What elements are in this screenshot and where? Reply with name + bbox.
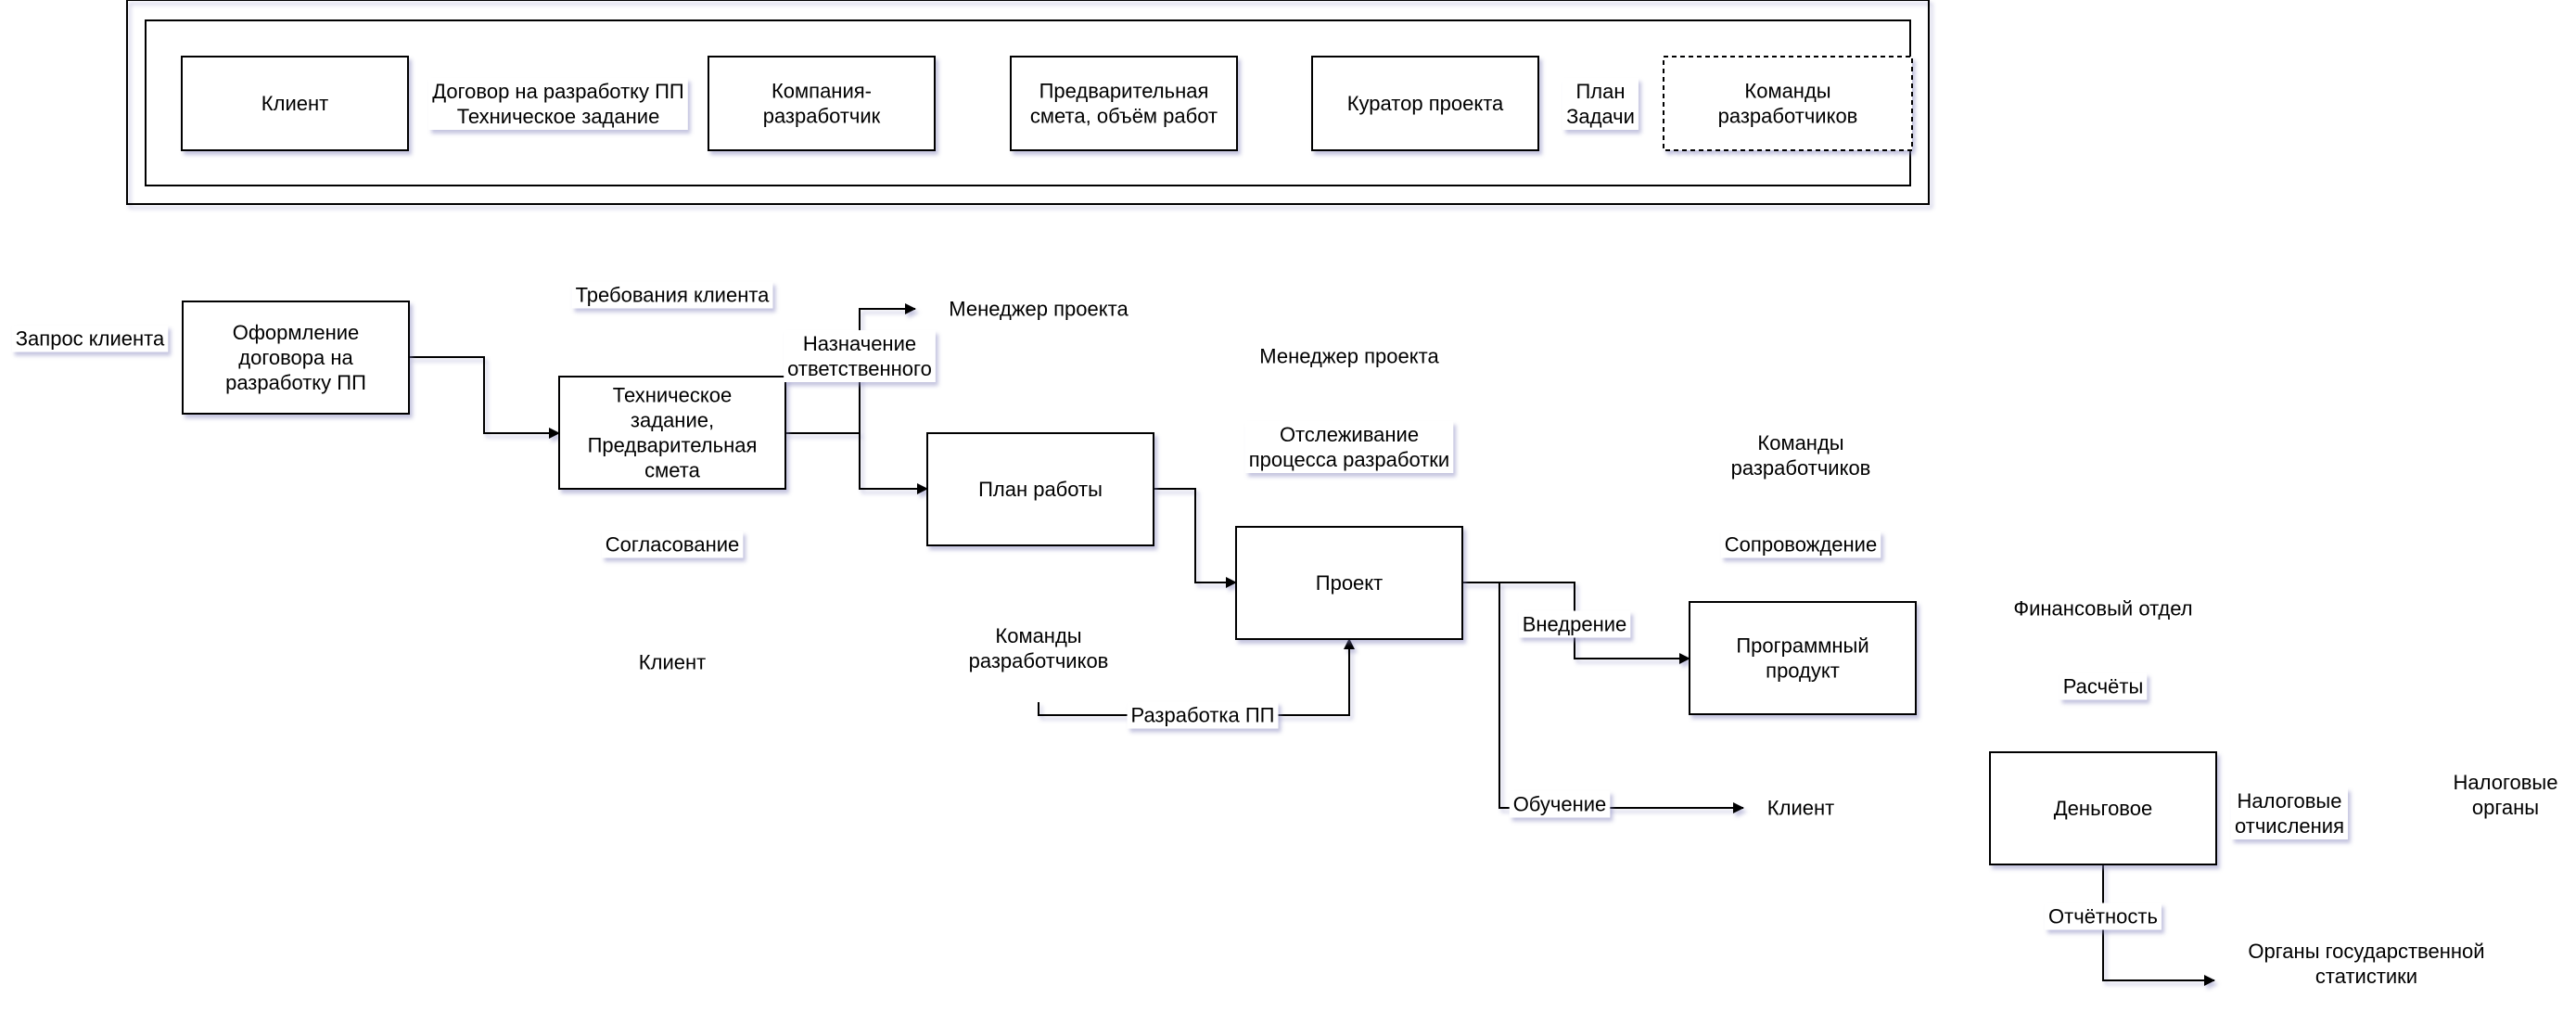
flow-arrow-plan-project — [1154, 488, 1237, 588]
flow-label-train: Обучение — [1509, 790, 1611, 818]
edge-label-text: Запрос клиента — [16, 327, 165, 351]
flow-arrow-spec-plan — [859, 433, 928, 494]
process-box-text: Клиент — [261, 92, 328, 115]
entity-text: Команды — [995, 624, 1081, 647]
edge-label-text: Отслеживание — [1280, 423, 1419, 446]
process-box-text: Предварительная — [1039, 80, 1209, 103]
process-box-text: разработчик — [763, 105, 881, 128]
entity-pm1: Менеджер проекта — [949, 298, 1129, 321]
edge-label-text: Назначение — [803, 332, 916, 355]
edge-label-text: Сопровождение — [1725, 533, 1877, 557]
entity-text: органы — [2472, 796, 2539, 819]
entity-text: статистики — [2315, 965, 2417, 988]
edge-label-text: процесса разработки — [1249, 448, 1449, 471]
flow-label-calc: Расчёты — [2059, 672, 2148, 700]
process-box-text: смета — [644, 459, 700, 482]
edge-label-text: Налоговые — [2238, 789, 2342, 813]
process-box-money: Деньговое — [1989, 751, 2217, 865]
process-box-text: Компания- — [772, 80, 872, 103]
process-box-plan: План работы — [926, 432, 1154, 546]
process-box-text: План работы — [978, 478, 1103, 501]
edge-label-text: Расчёты — [2063, 675, 2144, 698]
process-box-t-client: Клиент — [181, 56, 409, 151]
entity-pm2: Менеджер проекта — [1259, 345, 1439, 368]
process-box-text: разработку ПП — [225, 371, 366, 394]
outer-frame — [126, 0, 1930, 205]
entity-text: Менеджер проекта — [1259, 345, 1439, 368]
entity-text: Команды — [1757, 431, 1843, 454]
edge-label-text: Требования клиента — [576, 284, 771, 307]
process-box-text: смета, объём работ — [1030, 105, 1218, 128]
edge-label-text: Согласование — [606, 533, 740, 557]
process-box-text: Программный — [1736, 634, 1868, 658]
flow-label-req: Требования клиента — [571, 281, 773, 309]
process-box-text: Команды — [1744, 80, 1830, 103]
edge-label-text: Техническое задание — [457, 105, 660, 128]
edge-label-text: ответственного — [787, 357, 932, 380]
entity-text: разработчиков — [1731, 456, 1871, 480]
flow-label-impl: Внедрение — [1518, 610, 1631, 638]
edge-label-text: Обучение — [1513, 793, 1607, 816]
edge-label-text: План — [1575, 80, 1625, 103]
entity-text: разработчиков — [969, 649, 1109, 672]
process-box-t-company: Компания-разработчик — [708, 56, 936, 151]
entity-client-out: Клиент — [639, 651, 706, 674]
process-box-text: Предварительная — [588, 434, 758, 457]
process-box-text: Куратор проекта — [1347, 92, 1504, 115]
entity-text: Клиент — [639, 651, 706, 674]
entity-text: Налоговые — [2454, 771, 2558, 794]
process-box-text: задание, — [631, 409, 714, 432]
edge-label-text: отчисления — [2235, 814, 2344, 838]
process-box-text: Техническое — [613, 384, 732, 407]
flow-label-dev: Разработка ПП — [1127, 701, 1279, 729]
entity-client2: Клиент — [1767, 797, 1834, 820]
flow-label-report: Отчётность — [2045, 902, 2162, 930]
process-box-text: продукт — [1766, 659, 1840, 683]
flow-label-request: Запрос клиента — [11, 325, 169, 352]
process-box-project: Проект — [1235, 526, 1463, 640]
process-box-text: Деньговое — [2054, 797, 2152, 820]
edge-label-text: Договор на разработку ПП — [432, 80, 684, 103]
entity-text: Клиент — [1767, 797, 1834, 820]
entity-text: Менеджер проекта — [949, 298, 1129, 321]
flow-label-agree: Согласование — [601, 531, 744, 558]
entity-text: Органы государственной — [2248, 940, 2484, 963]
edge-label-text: Задачи — [1566, 105, 1635, 128]
edge-label-text: Отчётность — [2048, 905, 2158, 928]
flow-arrow-contract-spec — [409, 356, 560, 439]
entity-fin: Финансовый отдел — [2013, 597, 2192, 621]
flow-label-support: Сопровождение — [1720, 531, 1881, 558]
process-box-text: договора на — [238, 346, 353, 369]
entity-text: Финансовый отдел — [2013, 597, 2192, 621]
process-box-t-curator: Куратор проекта — [1311, 56, 1539, 151]
process-box-text: Оформление — [233, 321, 360, 344]
process-box-text: разработчиков — [1718, 105, 1858, 128]
edge-label-text: Разработка ПП — [1131, 704, 1275, 727]
edge-label-text: Внедрение — [1523, 613, 1627, 636]
process-box-text: Проект — [1316, 571, 1383, 595]
flow-arrow-train — [1498, 582, 1744, 813]
